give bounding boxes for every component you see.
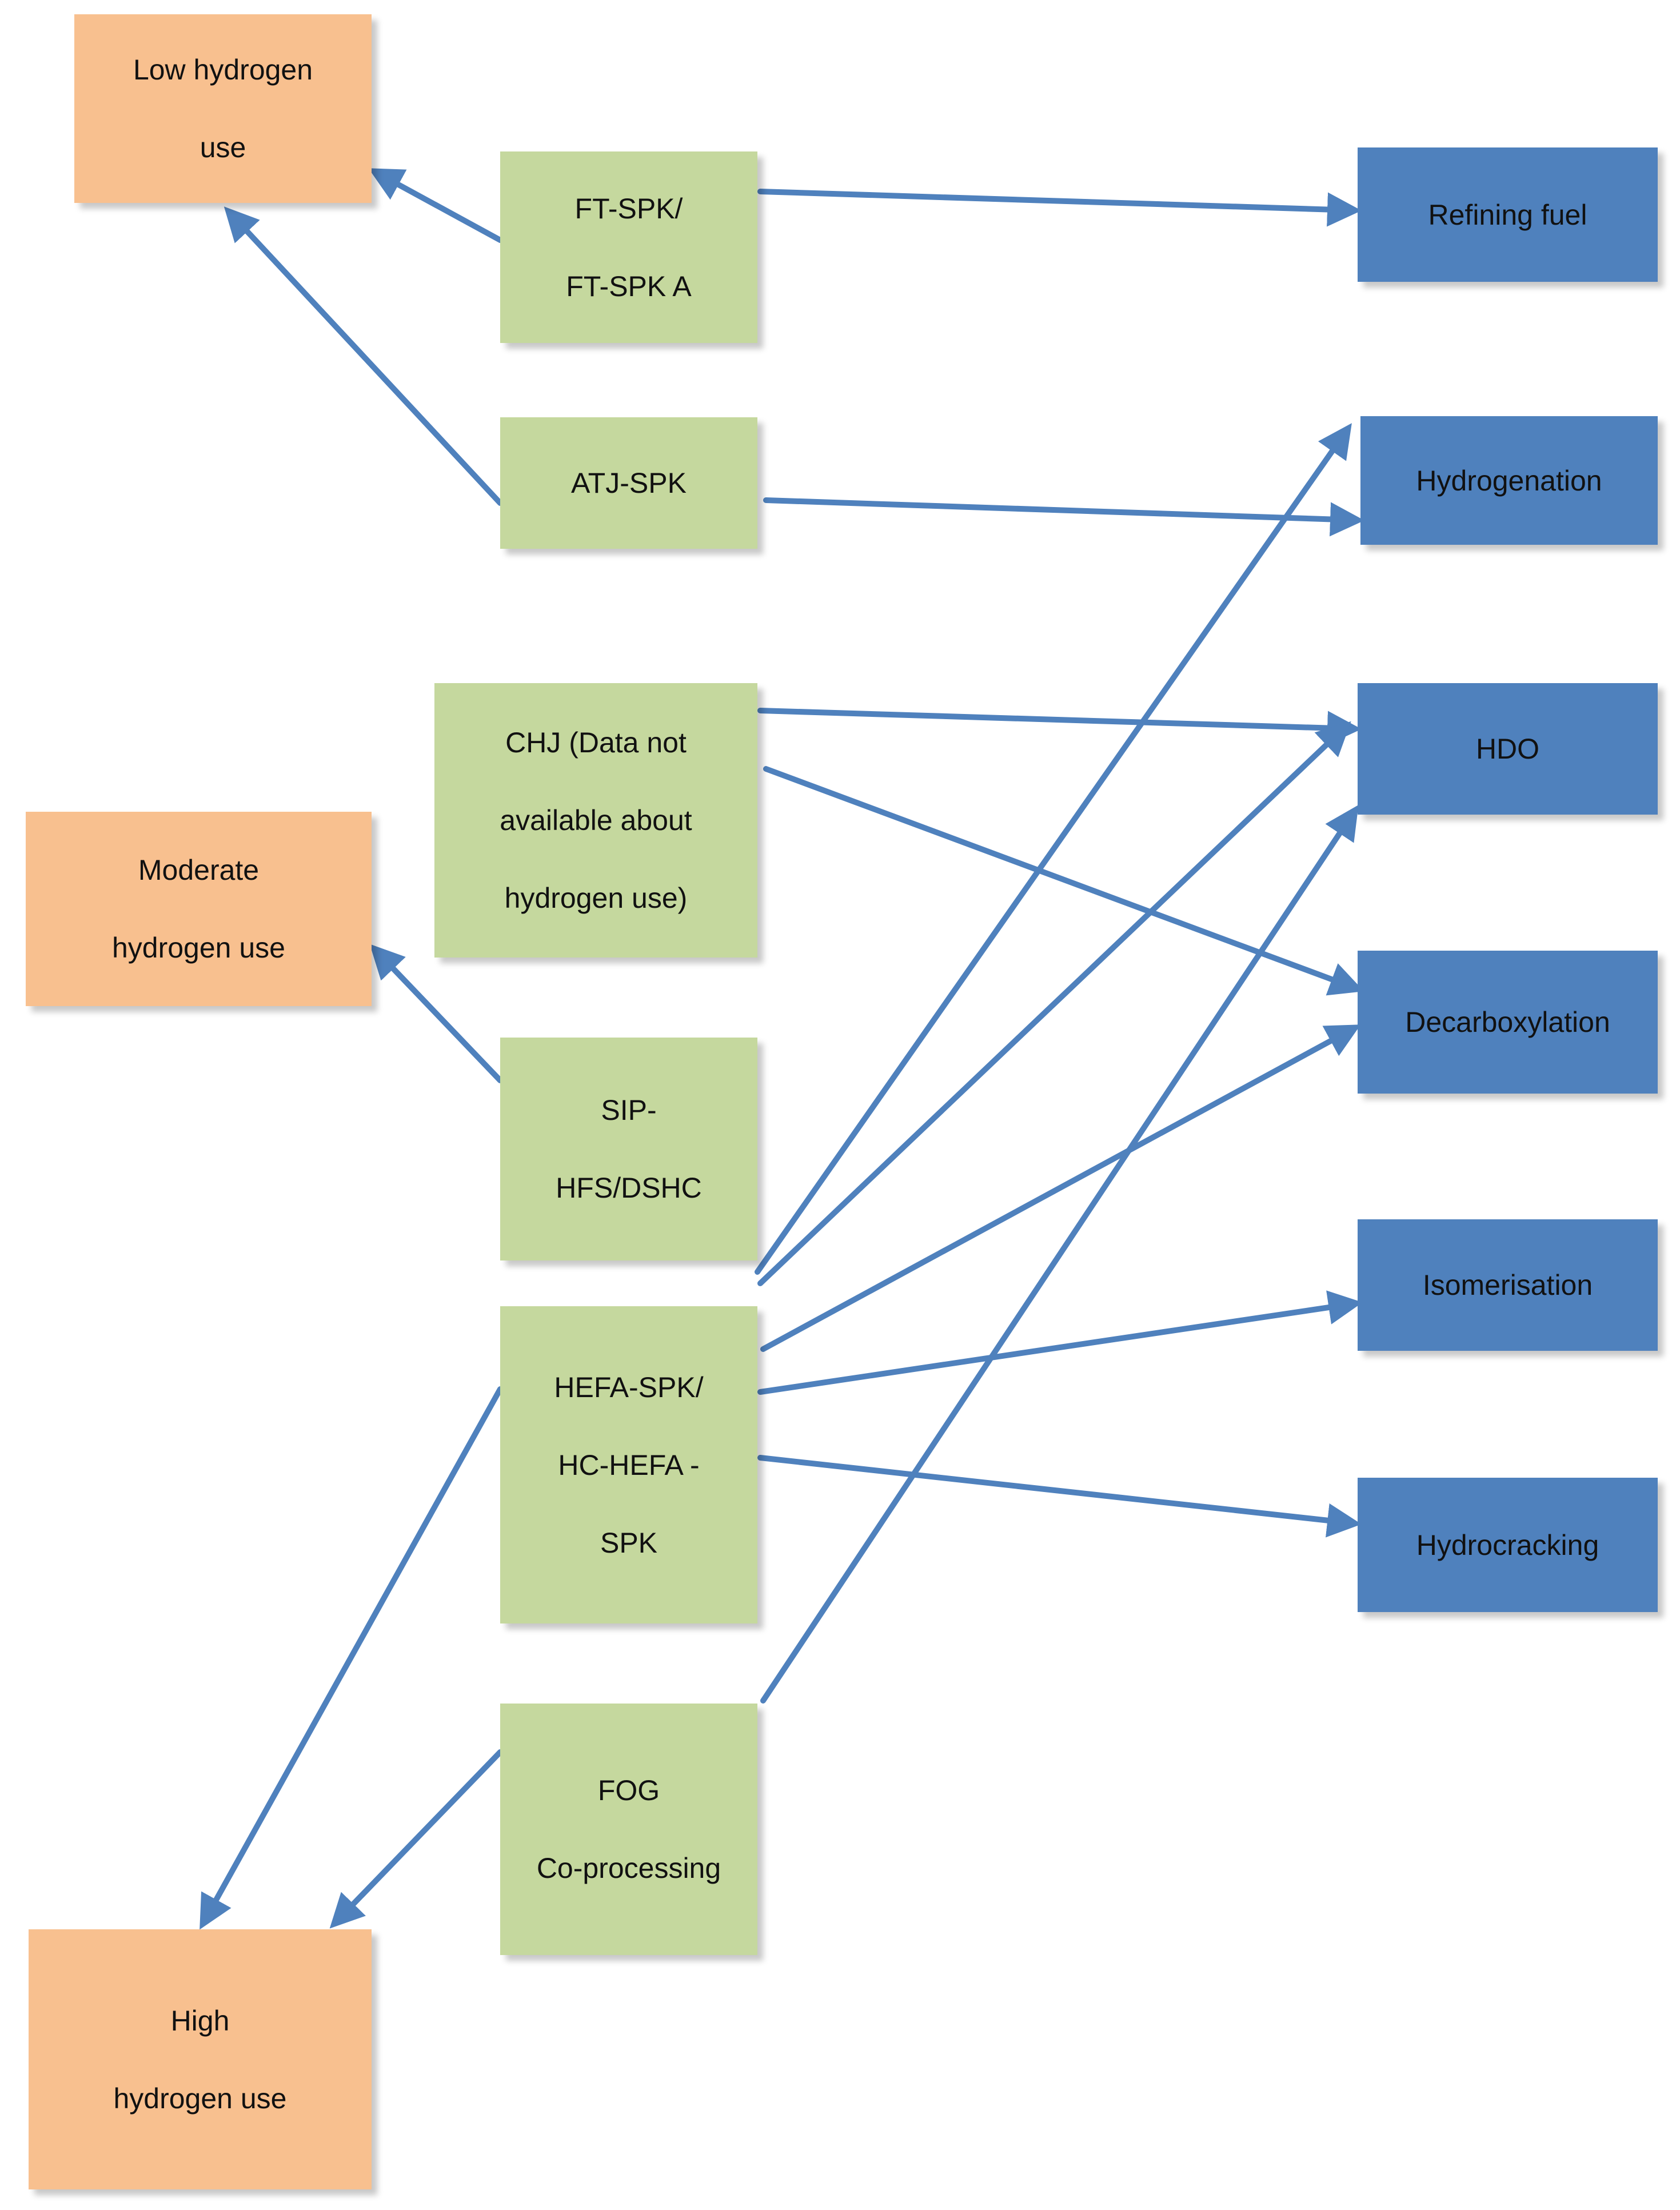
decarboxylation-box: Decarboxylation — [1358, 951, 1658, 1094]
isomerisation-box: Isomerisation — [1358, 1219, 1658, 1351]
high-hydrogen-use-line-1: High — [170, 2004, 230, 2037]
arrow-hefa-to-hydrogenation — [755, 423, 1352, 1275]
isomerisation-label: Isomerisation — [1422, 1269, 1593, 1301]
chj-line-1: CHJ (Data not — [505, 727, 687, 759]
hefa-spk-box: HEFA-SPK/ HC-HEFA - SPK — [500, 1306, 757, 1623]
low-hydrogen-use-line-2: use — [199, 131, 246, 163]
fog-co-processing-box: FOG Co-processing — [500, 1704, 757, 1955]
arrow-fog-to-hdo — [760, 805, 1359, 1704]
hefa-line-1: HEFA-SPK/ — [554, 1371, 704, 1403]
chj-line-3: hydrogen use) — [504, 882, 688, 914]
chj-box: CHJ (Data not available about hydrogen u… — [434, 683, 757, 958]
hefa-line-3: SPK — [600, 1526, 658, 1559]
arrow-hefa-to-hydrocracking — [757, 1455, 1362, 1538]
arrow-fog-to-high — [329, 1749, 503, 1929]
atj-spk-box: ATJ-SPK — [500, 417, 757, 549]
atj-spk-line-1: ATJ-SPK — [571, 467, 687, 499]
low-hydrogen-use-line-1: Low hydrogen — [133, 54, 313, 86]
low-hydrogen-use-box: Low hydrogen use — [74, 14, 372, 203]
high-hydrogen-use-line-2: hydrogen use — [113, 2082, 287, 2115]
fog-line-1: FOG — [597, 1774, 660, 1806]
arrow-ft-spk-to-refining-fuel — [757, 189, 1362, 227]
hdo-box: HDO — [1358, 683, 1658, 815]
hydrogenation-box: Hydrogenation — [1360, 416, 1658, 545]
moderate-hydrogen-use-box: Moderate hydrogen use — [26, 812, 372, 1006]
high-hydrogen-use-box: High hydrogen use — [29, 1929, 372, 2189]
sip-line-2: HFS/DSHC — [556, 1172, 702, 1204]
hdo-label: HDO — [1475, 733, 1540, 765]
arrow-chj-to-hdo — [757, 708, 1362, 745]
moderate-hydrogen-use-line-1: Moderate — [138, 854, 260, 886]
arrow-sip-to-moderate — [369, 944, 503, 1083]
arrow-hefa-to-decarboxylation — [760, 1024, 1361, 1352]
decarboxylation-label: Decarboxylation — [1405, 1006, 1610, 1038]
hydrogenation-label: Hydrogenation — [1416, 464, 1602, 497]
chj-line-2: available about — [500, 804, 692, 836]
arrow-atj-spk-to-low — [224, 206, 503, 506]
refining-fuel-box: Refining fuel — [1358, 147, 1658, 282]
sip-line-1: SIP- — [601, 1094, 657, 1126]
arrow-hefa-to-high — [199, 1386, 503, 1930]
arrow-ft-spk-to-low — [368, 168, 503, 243]
ft-spk-box: FT-SPK/ FT-SPK A — [500, 151, 757, 343]
arrow-atj-spk-to-hydrogenation — [763, 497, 1364, 537]
hefa-line-2: HC-HEFA - — [558, 1449, 700, 1481]
arrow-hefa-to-hdo — [757, 721, 1351, 1286]
moderate-hydrogen-use-line-2: hydrogen use — [111, 932, 285, 964]
ft-spk-line-2: FT-SPK A — [566, 270, 692, 302]
ft-spk-line-1: FT-SPK/ — [574, 192, 683, 225]
fog-line-2: Co-processing — [536, 1852, 721, 1884]
arrow-hefa-to-isomerisation — [757, 1290, 1363, 1395]
hydrocracking-label: Hydrocracking — [1416, 1529, 1599, 1561]
sip-hfs-dshc-box: SIP- HFS/DSHC — [500, 1038, 757, 1260]
hydrocracking-box: Hydrocracking — [1358, 1478, 1658, 1612]
refining-fuel-label: Refining fuel — [1428, 198, 1587, 231]
